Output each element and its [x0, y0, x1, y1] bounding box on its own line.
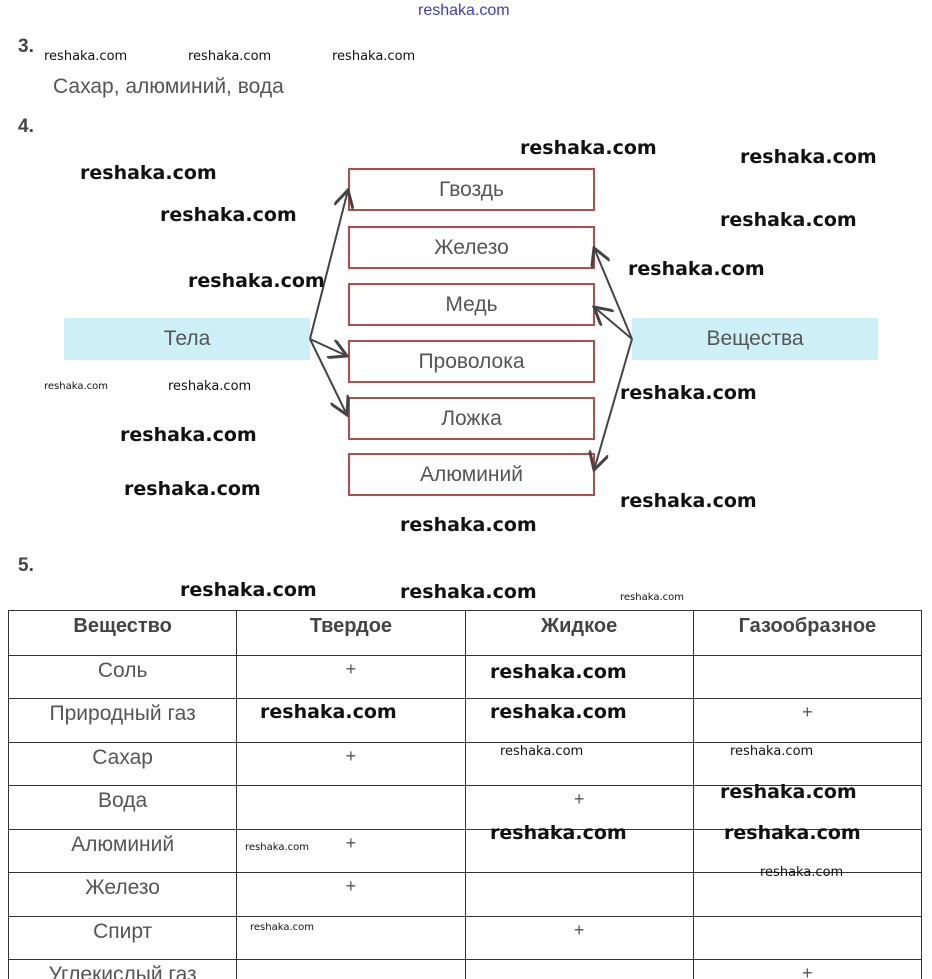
watermark: reshaka.com: [520, 137, 657, 159]
watermark: reshaka.com: [332, 49, 416, 64]
watermark: reshaka.com: [760, 865, 844, 880]
table-row: Углекислый газ +: [7, 959, 923, 979]
watermark: reshaka.com: [188, 49, 272, 64]
header-cell: Газообразное: [692, 610, 923, 656]
link-arrows: [309, 0, 633, 560]
state-mark-cell: [464, 959, 694, 979]
states-table: Вещество Твердое Жидкое Газообразное Сол…: [7, 610, 923, 979]
substance-cell: Сахар: [7, 741, 238, 786]
arrow: [309, 338, 347, 415]
table-row: Железо+: [7, 872, 923, 917]
watermark: reshaka.com: [250, 922, 314, 933]
arrow: [309, 190, 348, 340]
substance-cell: Вода: [7, 785, 238, 830]
table-row: Соль+: [7, 654, 923, 699]
substances-label: Вещества: [632, 318, 878, 360]
state-mark-cell: [692, 654, 923, 699]
substance-cell: Спирт: [7, 915, 238, 960]
header-cell: Твердое: [236, 610, 466, 656]
bodies-label: Тела: [64, 318, 310, 360]
arrow: [594, 338, 633, 470]
state-mark-cell: +: [464, 785, 694, 830]
watermark: reshaka.com: [620, 490, 757, 512]
state-mark-cell: +: [692, 698, 923, 743]
item-box: Железо: [348, 226, 595, 269]
state-mark-cell: +: [236, 741, 466, 786]
watermark: reshaka.com: [168, 379, 252, 394]
task-3-answer: Сахар, алюминий, вода: [53, 75, 284, 98]
watermark: reshaka.com: [490, 661, 627, 683]
header-cell: Жидкое: [464, 610, 694, 656]
watermark: reshaka.com: [188, 270, 325, 292]
table-row: Вода +: [7, 785, 923, 830]
watermark: reshaka.com: [730, 744, 814, 759]
state-mark-cell: +: [236, 654, 466, 699]
watermark: reshaka.com: [490, 822, 627, 844]
task-3-number: 3.: [18, 36, 34, 57]
substance-cell: Алюминий: [7, 828, 238, 873]
item-box: Ложка: [348, 397, 595, 440]
watermark: reshaka.com: [400, 581, 537, 603]
watermark: reshaka.com: [160, 204, 297, 226]
item-box: Алюминий: [348, 453, 595, 496]
watermark: reshaka.com: [80, 162, 217, 184]
substance-cell: Железо: [7, 872, 238, 917]
state-mark-cell: [464, 828, 694, 873]
table-header-row: Вещество Твердое Жидкое Газообразное: [7, 610, 923, 656]
table-row: Природный газ +: [7, 698, 923, 743]
state-mark-cell: [464, 872, 694, 917]
state-mark-cell: [692, 785, 923, 830]
state-mark-cell: [464, 654, 694, 699]
watermark: reshaka.com: [740, 146, 877, 168]
watermark: reshaka.com: [44, 381, 108, 392]
item-box: Гвоздь: [348, 168, 595, 211]
watermark: reshaka.com: [490, 701, 627, 723]
arrow: [309, 338, 347, 356]
arrow: [594, 307, 633, 340]
state-mark-cell: [692, 872, 923, 917]
state-mark-cell: [236, 698, 466, 743]
watermark: reshaka.com: [620, 382, 757, 404]
site-link[interactable]: reshaka.com: [418, 2, 510, 19]
arrow: [594, 248, 633, 340]
watermark: reshaka.com: [500, 744, 584, 759]
watermark: reshaka.com: [620, 592, 684, 603]
state-mark-cell: [464, 698, 694, 743]
watermark: reshaka.com: [724, 822, 861, 844]
table-row: Сахар+: [7, 741, 923, 786]
header-cell: Вещество: [7, 610, 238, 656]
substance-cell: Соль: [7, 654, 238, 699]
watermark: reshaka.com: [720, 781, 857, 803]
watermark: reshaka.com: [44, 49, 128, 64]
watermark: reshaka.com: [120, 424, 257, 446]
substance-cell: Углекислый газ: [7, 959, 238, 979]
task-5-number: 5.: [18, 555, 34, 576]
item-box: Проволока: [348, 340, 595, 383]
item-box: Медь: [348, 283, 595, 326]
state-mark-cell: [692, 741, 923, 786]
task-4-number: 4.: [18, 116, 34, 137]
watermark: reshaka.com: [260, 701, 397, 723]
state-mark-cell: [236, 959, 466, 979]
table-row: Алюминий+: [7, 828, 923, 873]
watermark: reshaka.com: [180, 579, 317, 601]
watermark: reshaka.com: [628, 258, 765, 280]
watermark: reshaka.com: [245, 842, 309, 853]
state-mark-cell: +: [464, 915, 694, 960]
watermark: reshaka.com: [124, 478, 261, 500]
watermark: reshaka.com: [400, 514, 537, 536]
state-mark-cell: +: [236, 872, 466, 917]
state-mark-cell: +: [692, 959, 923, 979]
watermark: reshaka.com: [720, 209, 857, 231]
state-mark-cell: [464, 741, 694, 786]
state-mark-cell: +: [236, 828, 466, 873]
state-mark-cell: [692, 915, 923, 960]
state-mark-cell: [692, 828, 923, 873]
table-row: Спирт +: [7, 915, 923, 960]
substance-cell: Природный газ: [7, 698, 238, 743]
state-mark-cell: [236, 785, 466, 830]
